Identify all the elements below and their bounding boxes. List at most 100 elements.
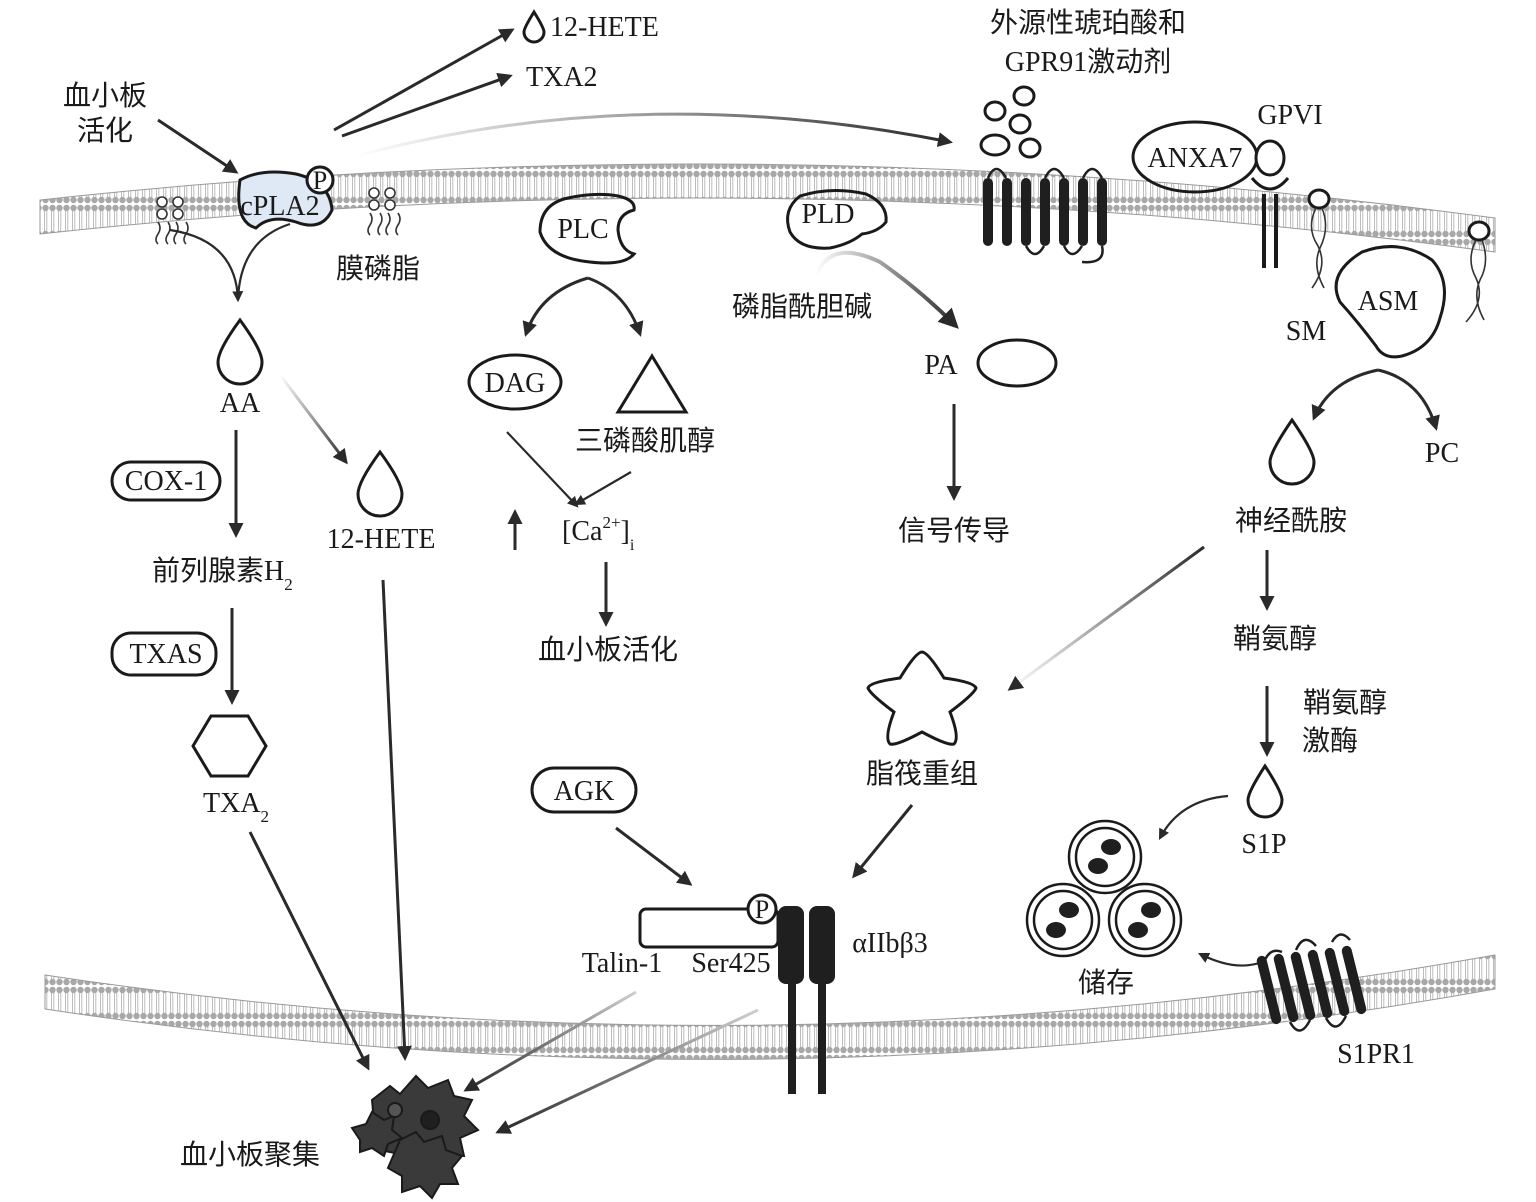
hete-to-aggregation-arrow	[381, 579, 412, 1061]
aa-to-hete-arrow	[278, 374, 348, 465]
succinate-label: 外源性琥珀酸和	[990, 7, 1186, 39]
integrin-receptor-icon	[778, 906, 835, 1094]
drop-icon	[1268, 417, 1316, 486]
storage-granule-icon	[1067, 819, 1143, 895]
gpvi-receptor-icon	[1250, 139, 1290, 268]
txa2-to-aggregation-arrow	[248, 831, 370, 1071]
storage-granule-icon	[1107, 882, 1183, 958]
anxa7-label: ANXA7	[1148, 143, 1243, 174]
drop-icon	[522, 9, 546, 44]
triangle-icon	[615, 353, 689, 414]
sphk-label: 鞘氨醇	[1303, 687, 1387, 719]
sphingosine-label: 鞘氨醇	[1233, 623, 1317, 655]
dag-to-ca-arrow	[506, 431, 579, 508]
receptor-icon	[983, 178, 1107, 246]
pld-enzyme	[786, 188, 888, 250]
cpla2-label: cPLA2	[240, 191, 319, 222]
agk-label: AGK	[554, 776, 615, 807]
pa-node	[976, 338, 1058, 388]
pa-label: PA	[924, 350, 958, 381]
platelet-cluster-icon	[350, 1074, 480, 1200]
dag-label: DAG	[485, 368, 546, 399]
ip3-label: 三磷酸肌醇	[575, 425, 715, 457]
txas-label: TXAS	[129, 639, 202, 670]
talin-label: Talin-1	[582, 948, 662, 979]
ceramide-label: 神经酰胺	[1235, 505, 1347, 537]
pld-label: PLD	[802, 199, 855, 230]
phosphatidylcholine-label: 磷脂酰胆碱	[732, 291, 872, 323]
pgh2-label: 前列腺素H2	[152, 555, 293, 594]
aggregation-label: 血小板聚集	[180, 1139, 320, 1171]
drop-icon	[216, 317, 264, 386]
gpvi-label: GPVI	[1257, 100, 1322, 131]
hete-label: 12-HETE	[327, 524, 436, 555]
agk-to-talin-arrow	[615, 826, 693, 886]
storage-label: 储存	[1078, 967, 1134, 999]
txa2-top-label: TXA2	[526, 62, 598, 93]
sm-lipid-icon	[1307, 188, 1331, 289]
asm-to-ceramide-arrow	[1311, 368, 1379, 421]
gpr91-agonist-label: GPR91激动剂	[1005, 46, 1171, 78]
hete-top-label: 12-HETE	[550, 12, 659, 43]
talin-to-aggregation-arrow	[463, 990, 637, 1092]
vesicle-icon	[979, 85, 1042, 159]
platelet-activation-label: 血小板	[63, 80, 147, 112]
sm-label: SM	[1286, 316, 1327, 347]
s1pr1-label: S1PR1	[1337, 1039, 1415, 1070]
pld-to-pa-arrow	[814, 250, 959, 329]
activation-arrow	[157, 118, 239, 174]
plc-to-dag-arrow	[522, 276, 589, 337]
asm-to-pc-arrow	[1377, 368, 1440, 431]
to-gpr91-arrow	[355, 112, 953, 158]
agk-box	[530, 766, 638, 814]
plc-label: PLC	[557, 214, 608, 245]
integrin-to-aggregation-arrow	[495, 1008, 759, 1134]
ser425-label: Ser425	[691, 948, 770, 979]
platelet-activation-mid-label: 血小板活化	[538, 634, 678, 666]
s1p-label: S1P	[1241, 829, 1286, 860]
phosphate-label: P	[313, 166, 327, 195]
sphk-label-2: 激酶	[1302, 725, 1358, 757]
raft-label: 脂筏重组	[866, 758, 978, 790]
s1pr1-to-storage-arrow	[1198, 953, 1263, 967]
asm-label: ASM	[1358, 286, 1419, 317]
platelet-activation-label-2: 活化	[77, 115, 133, 147]
phospholipid-to-aa-arrow	[169, 228, 244, 303]
cox1-box	[110, 460, 222, 502]
cox1-label: COX-1	[125, 466, 207, 497]
asm-enzyme	[1334, 245, 1446, 359]
phosphate-label: P	[755, 895, 769, 924]
s1pr1-receptor-icon	[1256, 945, 1367, 1025]
phosphate-icon	[305, 165, 335, 195]
receptor-loop	[986, 167, 1104, 264]
storage-granule-icon	[1025, 882, 1101, 958]
plc-to-ip3-arrow	[587, 276, 644, 337]
sm-lipid-icon	[1465, 220, 1491, 323]
to-hete-top-arrow	[333, 28, 515, 132]
ceramide-to-raft-arrow	[1007, 545, 1205, 691]
membrane-phospholipid-label: 膜磷脂	[336, 253, 420, 285]
phospholipid-icon	[367, 187, 401, 236]
aa-label: AA	[220, 388, 261, 419]
integrin-label: αIIbβ3	[852, 928, 928, 959]
txa2-label: TXA2	[203, 788, 269, 826]
pc-label: PC	[1425, 438, 1459, 469]
s1p-to-storage-arrow	[1158, 794, 1229, 840]
bottom-membrane	[44, 954, 1496, 1060]
s1pr1-loop	[1260, 933, 1351, 1032]
drop-icon	[356, 449, 404, 518]
phosphate-icon	[746, 893, 778, 925]
top-membrane	[39, 163, 1496, 253]
dag-node	[467, 353, 563, 411]
calcium-label: [Ca2+]i	[562, 513, 635, 554]
to-txa2-top-arrow	[341, 72, 513, 138]
drop-icon	[1246, 763, 1284, 819]
ip3-to-ca-arrow	[574, 471, 632, 506]
hexagon-icon	[191, 714, 268, 778]
txas-box	[110, 631, 218, 677]
raft-to-integrin-arrow	[852, 804, 914, 879]
plc-enzyme	[538, 192, 637, 265]
star-icon	[866, 650, 978, 746]
cpla2-to-aa-arrow	[236, 222, 291, 301]
